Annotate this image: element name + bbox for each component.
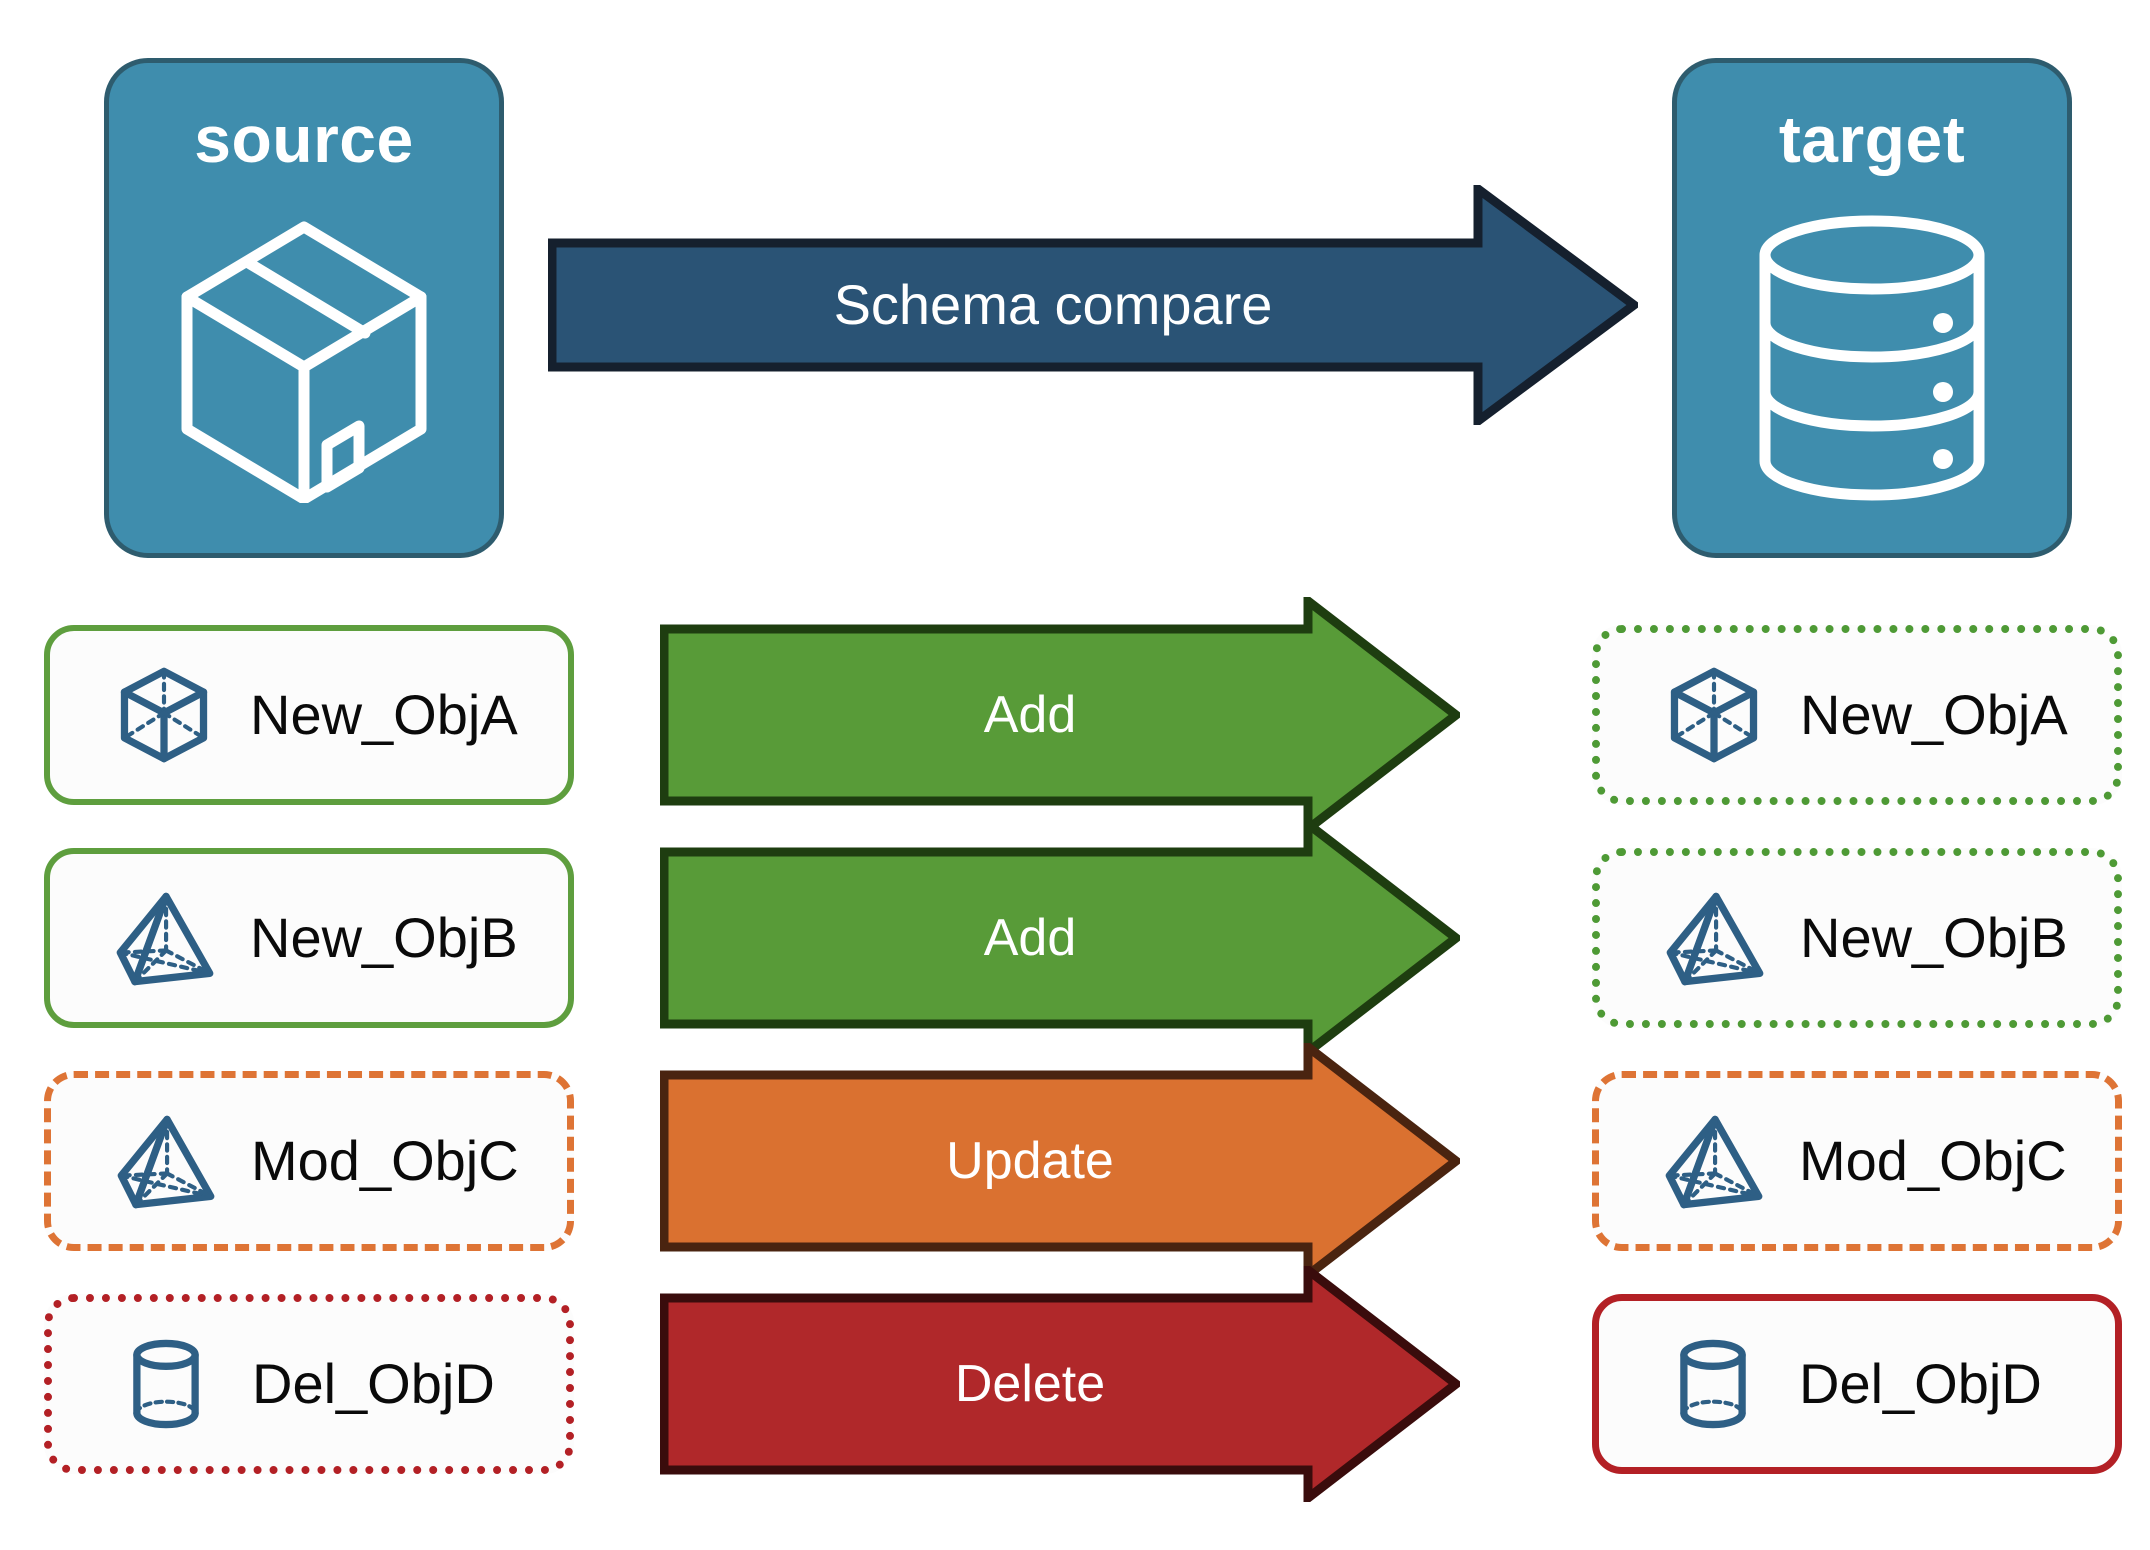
target-title: target xyxy=(1778,102,1966,176)
database-cylinder-icon xyxy=(1747,213,1997,508)
target-object-card[interactable]: New_ObjB xyxy=(1592,848,2122,1028)
target-object-label: Del_ObjD xyxy=(1799,1352,2042,1415)
wireframe-cylinder-icon xyxy=(1680,1339,1746,1429)
action-arrow-update xyxy=(659,1037,1464,1285)
source-object-label: New_ObjA xyxy=(250,683,518,746)
source-object-card[interactable]: Del_ObjD xyxy=(44,1294,574,1474)
wireframe-cube-icon xyxy=(120,667,208,763)
source-object-label: Del_ObjD xyxy=(252,1352,495,1415)
compare-row: New_ObjB Add New_ObjB xyxy=(0,814,2150,1062)
source-object-card[interactable]: Mod_ObjC xyxy=(44,1071,574,1251)
target-object-card[interactable]: New_ObjA xyxy=(1592,625,2122,805)
compare-row: New_ObjA Add New_ObjA xyxy=(0,591,2150,839)
target-object-label: New_ObjA xyxy=(1800,683,2068,746)
action-arrow-add xyxy=(659,591,1464,839)
action-arrow-delete xyxy=(659,1260,1464,1508)
target-object-label: Mod_ObjC xyxy=(1799,1129,2067,1192)
compare-row: Mod_ObjC Update Mod_ObjC xyxy=(0,1037,2150,1285)
target-object-card[interactable]: Del_ObjD xyxy=(1592,1294,2122,1474)
source-object-card[interactable]: New_ObjA xyxy=(44,625,574,805)
source-endpoint-card: source xyxy=(104,58,504,558)
source-object-label: New_ObjB xyxy=(250,906,518,969)
schema-compare-arrow xyxy=(547,180,1642,430)
action-arrow-add xyxy=(659,814,1464,1062)
source-object-card[interactable]: New_ObjB xyxy=(44,848,574,1028)
target-endpoint-card: target xyxy=(1672,58,2072,558)
compare-row: Del_ObjD Delete Del_ObjD xyxy=(0,1260,2150,1508)
wireframe-cylinder-icon xyxy=(133,1339,199,1429)
wireframe-pyramid-icon xyxy=(1665,1115,1763,1209)
source-object-label: Mod_ObjC xyxy=(251,1129,519,1192)
target-object-label: New_ObjB xyxy=(1800,906,2068,969)
wireframe-cube-icon xyxy=(1670,667,1758,763)
wireframe-pyramid-icon xyxy=(117,1115,215,1209)
target-object-card[interactable]: Mod_ObjC xyxy=(1592,1071,2122,1251)
schema-compare-label: Schema compare xyxy=(833,273,1273,336)
source-title: source xyxy=(194,102,414,176)
wireframe-pyramid-icon xyxy=(1666,892,1764,986)
package-box-icon xyxy=(169,213,439,508)
wireframe-pyramid-icon xyxy=(116,892,214,986)
